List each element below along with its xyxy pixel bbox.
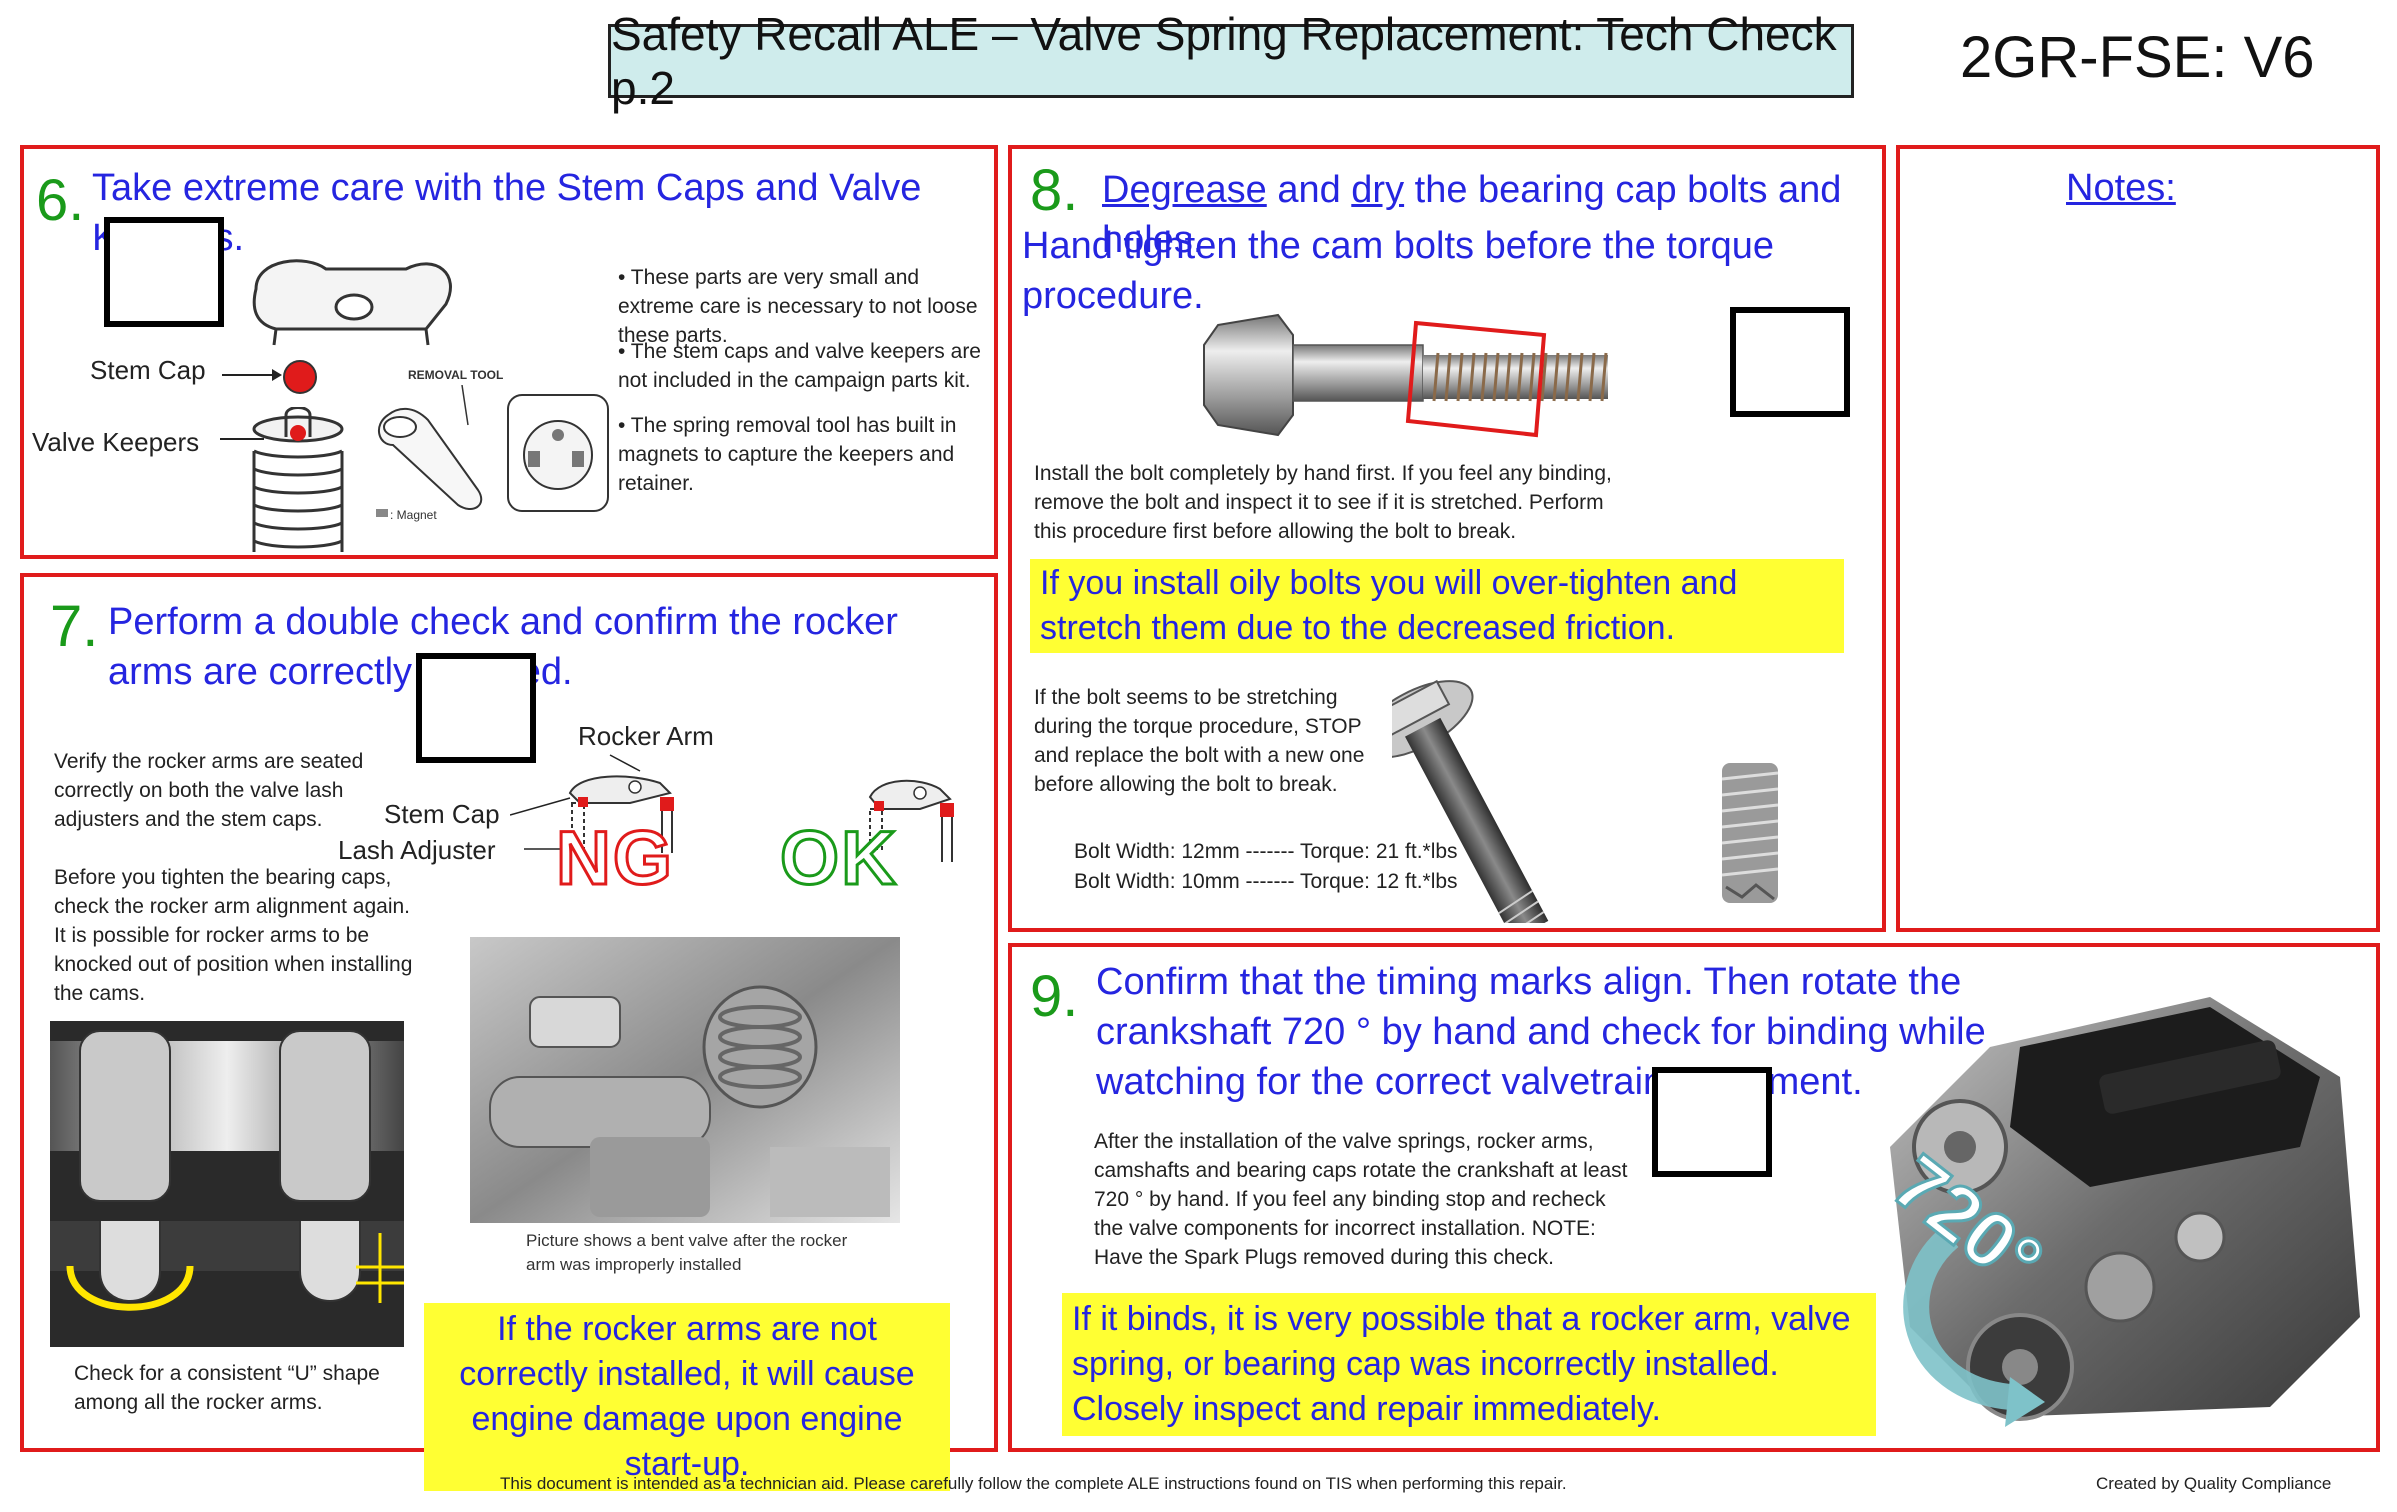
ok-label: OK	[779, 815, 898, 903]
step8-heading-line2: Hand tighten the cam bolts before the to…	[1022, 225, 1775, 317]
magnet-label: : Magnet	[390, 508, 437, 522]
step6-bullet-3: • The spring removal tool has built in m…	[618, 414, 957, 495]
step9-checkbox[interactable]	[1652, 1067, 1772, 1177]
step8-heading-line1: Degrease and dry the bearing cap bolts a…	[1102, 165, 1882, 265]
valve-keepers-drawing	[220, 407, 344, 552]
stretched-bolt-photo	[1392, 679, 1779, 923]
page-title: Safety Recall ALE – Valve Spring Replace…	[608, 8, 1854, 114]
removal-tool-drawing	[376, 385, 609, 517]
step7-text-1: Verify the rocker arms are seated correc…	[54, 750, 364, 831]
step7-text-2: Before you tighten the bearing caps, che…	[54, 866, 413, 1005]
footer-disclaimer: This document is intended as a technicia…	[500, 1474, 1567, 1493]
step9-number: 9.	[1030, 964, 1079, 1029]
degrease-word: Degrease	[1102, 169, 1267, 211]
step7-number: 7.	[50, 594, 99, 659]
lash-adjuster-label: Lash Adjuster	[338, 835, 496, 865]
dry-word: dry	[1351, 169, 1405, 211]
step7-checkbox[interactable]	[416, 653, 536, 763]
rocker-ok-diagram	[868, 779, 954, 862]
stem-cap-arrow	[222, 360, 317, 394]
footer-credit: Created by Quality Compliance	[2096, 1474, 2332, 1493]
rocker-ng-diagram	[510, 754, 674, 853]
rocker-u-shape-photo	[50, 1021, 404, 1347]
step6-bullet-1: • These parts are very small and extreme…	[618, 266, 978, 347]
v6-engine-photo	[1890, 997, 2360, 1427]
spec-10mm: Bolt Width: 10mm ------- Torque: 12 ft.*…	[1074, 870, 1458, 893]
valve-keepers-label: Valve Keepers	[32, 427, 200, 457]
step7-panel: 7. Perform a double check and confirm th…	[20, 573, 998, 1491]
notes-title: Notes:	[2066, 167, 2176, 209]
u-shape-caption: Check for a consistent “U” shape among a…	[74, 1362, 380, 1414]
step8-checkbox[interactable]	[1730, 307, 1850, 417]
step7-warning: If the rocker arms are not correctly ins…	[424, 1303, 950, 1491]
step8-panel: 8. Degrease and dry the bearing cap bolt…	[1008, 145, 1886, 932]
step7-heading: Perform a double check and confirm the r…	[108, 601, 898, 693]
rocker-arm-label: Rocker Arm	[578, 721, 714, 751]
and-word: and	[1266, 169, 1352, 211]
notes-panel[interactable]: Notes:	[1896, 145, 2380, 932]
step6-checkbox[interactable]	[104, 217, 224, 327]
stem-cap-label: Stem Cap	[90, 355, 206, 385]
removal-tool-label: REMOVAL TOOL	[408, 368, 504, 382]
step9-panel: 9. Confirm that the timing marks align. …	[1008, 943, 2380, 1452]
step6-heading: Take extreme care with the Stem Caps and…	[92, 167, 922, 259]
diagram-stem-cap-label: Stem Cap	[384, 799, 500, 829]
step9-text: After the installation of the valve spri…	[1094, 1130, 1628, 1269]
step8-warning: If you install oily bolts you will over-…	[1030, 559, 1844, 653]
step8-text-1: Install the bolt completely by hand firs…	[1034, 462, 1612, 543]
spec-12mm: Bolt Width: 12mm ------- Torque: 21 ft.*…	[1074, 840, 1458, 863]
heading-rest: the bearing cap bolts and holes.	[1102, 169, 1842, 261]
bolt-photo	[1203, 313, 1608, 438]
step9-warning: If it binds, it is very possible that a …	[1062, 1293, 1876, 1436]
bent-valve-photo	[470, 937, 900, 1223]
step8-number: 8.	[1030, 158, 1079, 223]
step6-bullet-2: • The stem caps and valve keepers are no…	[618, 340, 981, 392]
engine-model: 2GR-FSE: V6	[1960, 25, 2315, 90]
ng-label: NG	[555, 815, 674, 903]
step6-panel: 6. Take extreme care with the Stem Caps …	[20, 145, 998, 559]
bent-valve-caption: Picture shows a bent valve after the roc…	[526, 1231, 848, 1274]
rocker-arm-drawing	[252, 259, 452, 346]
step8-text-2: If the bolt seems to be stretching durin…	[1034, 686, 1365, 796]
step6-number: 6.	[36, 168, 85, 233]
